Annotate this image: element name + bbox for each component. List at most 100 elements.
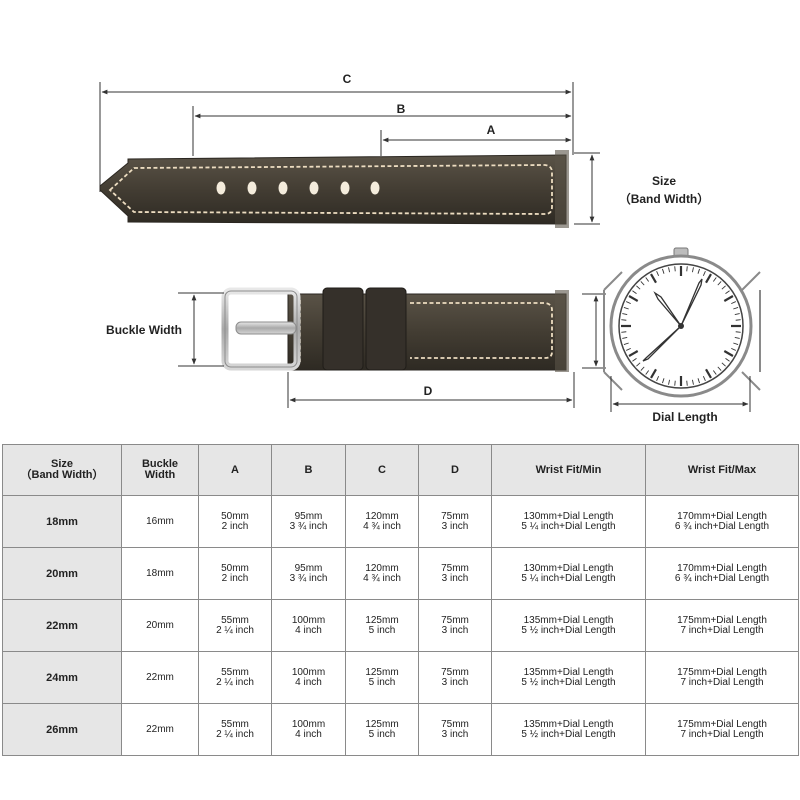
- hour-tick: [650, 368, 657, 379]
- header-size-line1: Size: [50, 458, 73, 470]
- dimension-a: A: [380, 123, 572, 156]
- minute-tick: [691, 267, 694, 273]
- a-cell-line1: 55mm: [221, 666, 249, 678]
- minute-tick: [733, 342, 739, 345]
- size-chart-table: Size （Band Width） Buckle Width A B C D W…: [2, 444, 799, 756]
- minute-tick: [626, 347, 631, 351]
- buckle-width-cell: 18mm: [121, 547, 199, 600]
- minute-tick: [674, 380, 676, 386]
- dimension-a-label: A: [487, 123, 496, 137]
- buckle-icon: [221, 287, 301, 371]
- c-cell-line2: 5 inch: [368, 676, 396, 688]
- minute-tick: [632, 290, 637, 295]
- wrist-fit-min-cell-line1: 135mm+Dial Length: [523, 614, 614, 626]
- dimension-d-label: D: [424, 384, 433, 398]
- minute-tick: [621, 319, 627, 321]
- a-cell-line1: 50mm: [221, 562, 249, 574]
- wrist-fit-min-cell-line1: 130mm+Dial Length: [523, 562, 614, 574]
- header-size: Size （Band Width）: [2, 444, 122, 496]
- buckle-width-label: Buckle Width: [106, 323, 182, 337]
- buckle-width-cell: 22mm: [121, 651, 199, 704]
- a-cell-line2: 2 ¼ inch: [216, 624, 254, 636]
- minute-tick: [721, 362, 726, 367]
- wrist-fit-max-cell-line2: 7 inch+Dial Length: [680, 624, 764, 636]
- minute-tick: [735, 319, 741, 321]
- dimension-dial-length: [610, 376, 751, 412]
- header-buckle-width: Buckle Width: [121, 444, 199, 496]
- b-cell-line2: 4 inch: [295, 676, 322, 688]
- b-cell-line1: 95mm: [294, 562, 323, 574]
- c-cell-line2: 5 inch: [368, 624, 396, 636]
- minute-tick: [734, 336, 740, 339]
- minute-tick: [668, 267, 671, 273]
- minute-tick: [697, 378, 700, 384]
- header-b: B: [271, 444, 346, 496]
- minute-tick: [691, 379, 694, 385]
- minute-tick: [662, 268, 665, 274]
- minute-tick: [621, 331, 627, 333]
- wrist-fit-max-cell-line2: 7 inch+Dial Length: [680, 676, 764, 688]
- wrist-fit-min-cell-line2: 5 ½ inch+Dial Length: [521, 676, 616, 688]
- c-cell-line2: 5 inch: [368, 728, 396, 740]
- b-cell-line2: 4 inch: [295, 728, 322, 740]
- hour-tick: [650, 273, 657, 284]
- minute-tick: [623, 307, 629, 310]
- dimension-buckle-width: [178, 292, 224, 367]
- minute-tick: [712, 370, 717, 375]
- header-buckle-line1: Buckle: [141, 458, 179, 470]
- dimension-b-label: B: [397, 102, 406, 116]
- a-cell-line1: 55mm: [221, 718, 249, 730]
- header-size-line2: （Band Width）: [20, 469, 104, 481]
- a-cell-line2: 2 inch: [221, 520, 249, 532]
- minute-tick: [656, 376, 660, 381]
- hour-tick: [723, 350, 734, 357]
- minute-tick: [622, 313, 628, 316]
- minute-tick: [702, 271, 706, 276]
- c-cell-line1: 125mm: [365, 666, 399, 678]
- minute-tick: [674, 266, 676, 272]
- minute-tick: [636, 362, 641, 367]
- hour-tick: [723, 295, 734, 302]
- minute-tick: [717, 366, 722, 371]
- minute-tick: [721, 285, 726, 290]
- d-cell-line1: 75mm: [441, 510, 469, 522]
- c-cell-line1: 120mm: [365, 562, 399, 574]
- wrist-fit-max-cell-line2: 7 inch+Dial Length: [680, 728, 764, 740]
- minute-tick: [662, 378, 665, 384]
- minute-tick: [645, 370, 650, 375]
- d-cell-line2: 3 inch: [441, 520, 469, 532]
- wrist-fit-min-cell-line1: 130mm+Dial Length: [523, 510, 614, 522]
- b-cell-line2: 3 ¾ inch: [289, 572, 328, 584]
- wrist-fit-max-cell-line2: 6 ¾ inch+Dial Length: [674, 520, 770, 532]
- header-buckle-line2: Width: [144, 469, 176, 481]
- d-cell-line1: 75mm: [441, 666, 469, 678]
- size-label-line2: （Band Width）: [618, 192, 710, 206]
- minute-tick: [622, 336, 628, 339]
- a-cell-line1: 55mm: [221, 614, 249, 626]
- minute-tick: [697, 268, 700, 274]
- a-cell-line2: 2 inch: [221, 572, 249, 584]
- minute-tick: [668, 379, 671, 385]
- c-cell-line2: 4 ¾ inch: [363, 572, 401, 584]
- wrist-fit-max-cell-line1: 175mm+Dial Length: [677, 666, 767, 678]
- b-cell-line2: 4 inch: [295, 624, 322, 636]
- minute-tick: [623, 342, 629, 345]
